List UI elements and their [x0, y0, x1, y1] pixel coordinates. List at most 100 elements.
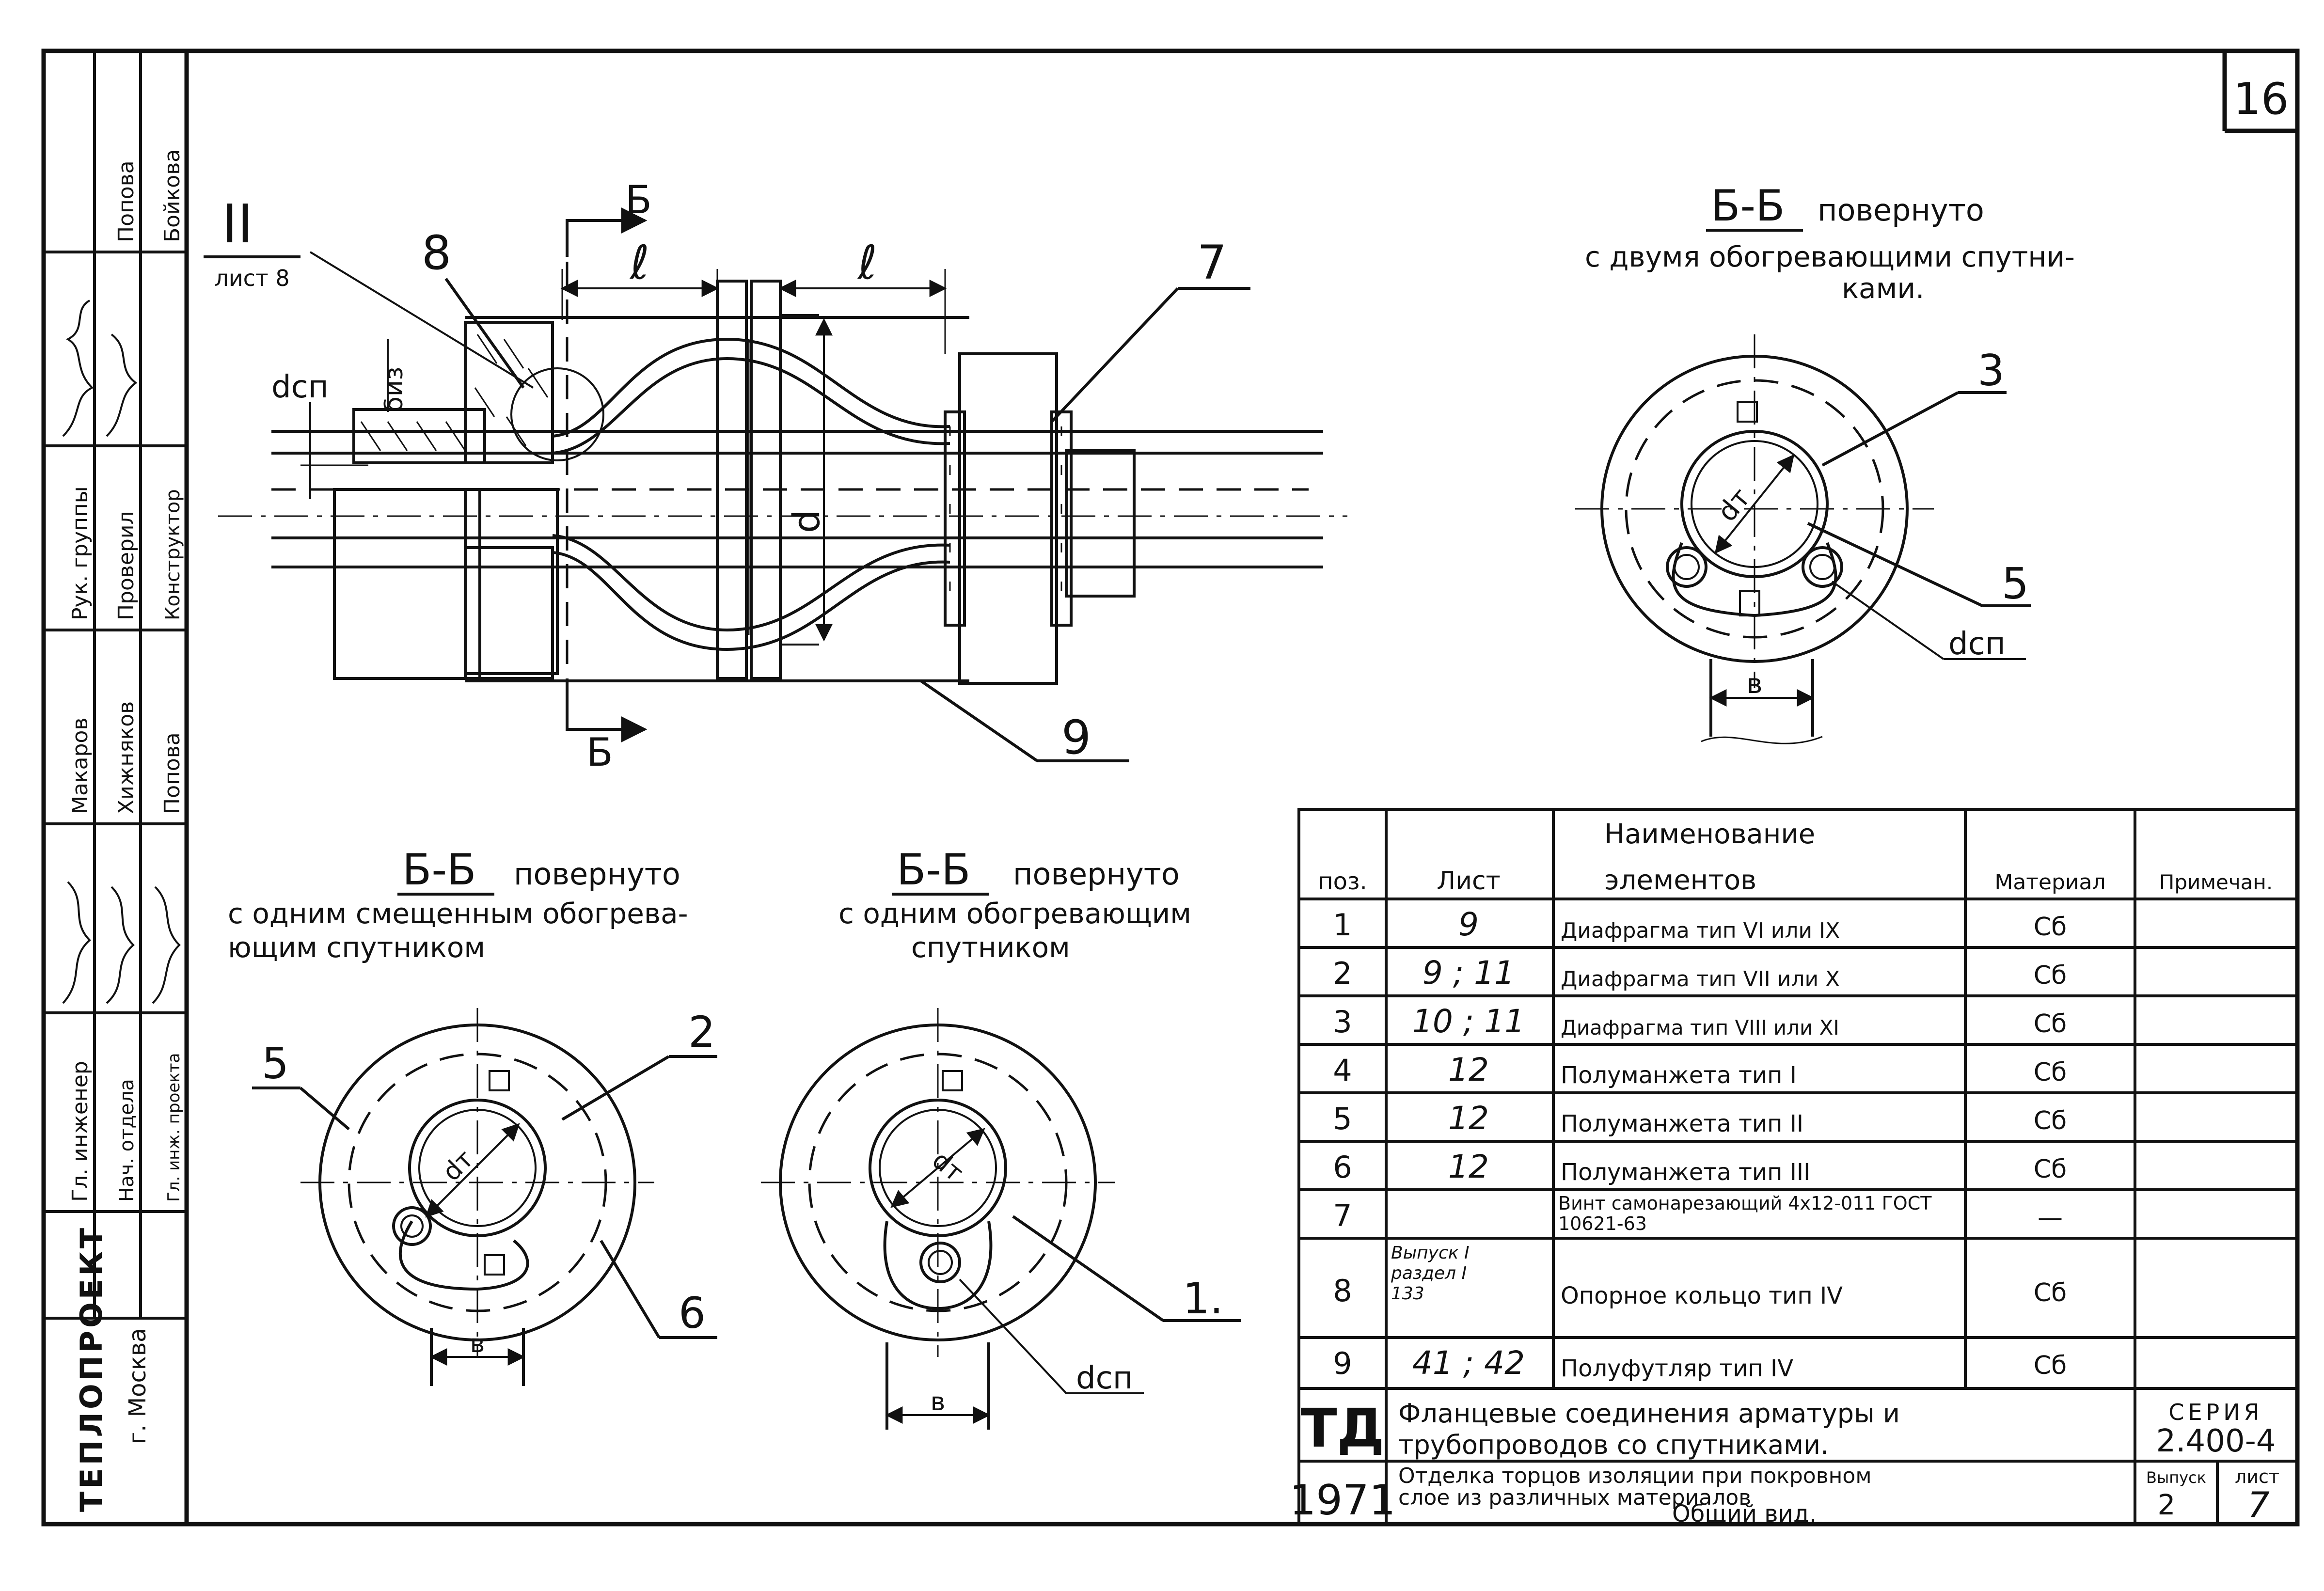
spec-row-pos: 3 — [1333, 1004, 1352, 1040]
spec-row-name: Диафрагма тип VI или IX — [1561, 918, 1840, 943]
spec-row-name: Винт самонарезающий 4х12-011 ГОСТ 10621-… — [1558, 1193, 1932, 1234]
section-offset-satellite: Б-Б повернуто с одним смещенным обогрева… — [228, 845, 717, 1386]
dim-length-left: ℓ — [629, 236, 649, 290]
spec-row-pos: 7 — [1333, 1198, 1352, 1233]
side-stamp: Гл. инженер Нач. отдела Гл. инж. проекта… — [44, 51, 187, 1512]
title-block: ТД 1971 Фланцевые соединения арматуры и … — [1290, 1387, 2299, 1528]
spec-row-name: Полуманжета тип III — [1561, 1159, 1810, 1186]
spec-row-pos: 9 — [1333, 1346, 1352, 1381]
signature-2 — [106, 333, 138, 437]
stamp-name-popova-1: Попова — [160, 732, 185, 814]
section-caption-bl-2: ющим спутником — [228, 931, 485, 964]
spec-row-sheet: 41 ; 42 — [1412, 1344, 1525, 1382]
spec-row-material: Сб — [2034, 913, 2067, 942]
spec-row-sheet: 10 ; 11 — [1412, 1003, 1525, 1040]
spec-row-pos: 5 — [1333, 1101, 1352, 1136]
series-label: СЕРИЯ — [2168, 1399, 2263, 1425]
signature-1 — [62, 299, 94, 437]
spec-row-pos: 1 — [1333, 907, 1352, 943]
spec-row-pos: 4 — [1333, 1053, 1352, 1088]
stamp-role-checked: Проверил — [114, 511, 139, 620]
section-two-satellites: Б-Б повернуто с двумя обогревающими спут… — [1575, 181, 2075, 744]
signature-5 — [152, 886, 181, 1004]
subtitle-line-3: Общий вид. — [1672, 1500, 1817, 1528]
stamp-name-khizhnyakov: Хижняков — [114, 701, 139, 814]
subtitle-line-2: слое из различных материалов — [1398, 1485, 1751, 1510]
stamp-role-designer: Конструктор — [162, 489, 184, 620]
section-caption-tr-1: с двумя обогревающими спутни- — [1585, 240, 2075, 273]
section-one-satellite: Б-Б повернуто с одним обогревающим спутн… — [761, 845, 1241, 1430]
section-caption-bm-2: спутником — [911, 931, 1070, 964]
stamp-name-popova-2: Попова — [114, 160, 139, 242]
section-dim-satellite-bm: dсп — [1076, 1360, 1133, 1396]
detail-ref: II — [222, 193, 253, 255]
sheet-frame — [41, 48, 2300, 1527]
sheet-number: 16 — [2233, 74, 2289, 125]
section-caption-bm-1: с одним обогревающим — [838, 897, 1191, 930]
spec-row-material: — — [2038, 1203, 2063, 1232]
callout-5-tr: 5 — [2002, 559, 2029, 609]
section-dim-width-bm: в — [931, 1387, 946, 1417]
callout-1: 1. — [1183, 1274, 1223, 1323]
stamp-name-makarov: Макаров — [68, 718, 93, 814]
callout-7: 7 — [1197, 236, 1227, 290]
spec-header-name-1: Наименование — [1604, 819, 1815, 850]
spec-row-name: Опорное кольцо тип IV — [1561, 1282, 1843, 1309]
spec-row-pos: 6 — [1333, 1150, 1352, 1185]
spec-row-name-wrap: Винт самонарезающий 4х12-011 ГОСТ 10621-… — [1558, 1193, 1932, 1234]
issue-label: Выпуск — [2146, 1468, 2206, 1487]
section-title-tr: Б-Б — [1711, 181, 1785, 231]
dim-length-right: ℓ — [857, 236, 877, 290]
stamp-role-chief-engineer: Гл. инженер — [68, 1061, 93, 1202]
stamp-role-chief-project-engineer: Гл. инж. проекта — [164, 1053, 184, 1202]
subtitle-line-1: Отделка торцов изоляции при покровном — [1398, 1464, 1872, 1488]
series-number: 2.400-4 — [2156, 1423, 2276, 1459]
callout-2: 2 — [688, 1007, 715, 1057]
dim-diameter: d — [785, 510, 828, 533]
spec-row-material: Сб — [2034, 1106, 2067, 1135]
spec-row-name: Полуманжета тип I — [1561, 1062, 1797, 1089]
section-title-bm: Б-Б — [897, 845, 971, 895]
spec-row-material: Сб — [2034, 1351, 2067, 1380]
detail-circle — [510, 367, 604, 461]
spec-row-pos: 2 — [1333, 956, 1352, 991]
title-year: 1971 — [1290, 1476, 1396, 1525]
section-caption-tr-2: ками. — [1842, 272, 1924, 305]
stamp-city: г. Москва — [124, 1328, 151, 1444]
spec-row-sheet: 9 — [1458, 906, 1479, 943]
title-logo: ТД — [1300, 1397, 1384, 1459]
title-line-2: трубопроводов со спутниками. — [1398, 1430, 1829, 1460]
section-rotated-tr: повернуто — [1818, 192, 1984, 228]
spec-row-name: Диафрагма тип VIII или XI — [1561, 1016, 1839, 1040]
stamp-org: ТЕПЛОПРОЕКТ — [74, 1225, 109, 1512]
dim-insulation: δиз — [379, 367, 409, 412]
issue-number: 2 — [2158, 1488, 2176, 1521]
spec-row-material: Сб — [2034, 1009, 2067, 1039]
stamp-name-boykova: Бойкова — [160, 149, 185, 242]
spec-header-pos: поз. — [1318, 868, 1367, 895]
spec-row-name: Полуманжета тип II — [1561, 1110, 1803, 1137]
spec-row-name: Диафрагма тип VII или X — [1561, 967, 1840, 992]
spec-row-material: Сб — [2034, 1278, 2067, 1307]
spec-header-name-2: элементов — [1604, 865, 1756, 896]
detail-sheet: лист 8 — [214, 265, 289, 291]
title-line-1: Фланцевые соединения арматуры и — [1398, 1398, 1900, 1429]
main-view: II лист 8 Б Б ℓ ℓ δиз dсп d 8 7 9 — [204, 177, 1347, 775]
section-dim-pipe-tr: dт — [1711, 482, 1757, 528]
section-title-bl: Б-Б — [402, 845, 476, 895]
spec-row-pos: 8 — [1333, 1273, 1352, 1308]
section-mark-top: Б — [625, 177, 652, 222]
section-dim-width-bl: в — [470, 1329, 485, 1358]
section-rotated-bl: повернуто — [514, 856, 680, 892]
section-dim-satellite-tr: dсп — [1948, 626, 2006, 662]
spec-header-note: Примечан. — [2159, 870, 2273, 894]
section-dim-width-tr: в — [1746, 668, 1762, 700]
stamp-role-head-department: Нач. отдела — [116, 1079, 138, 1202]
spec-row-material: Сб — [2034, 961, 2067, 990]
callout-9: 9 — [1061, 710, 1091, 765]
section-caption-bl-1: с одним смещенным обогрева- — [228, 897, 688, 930]
sheet-value: 7 — [2247, 1484, 2270, 1525]
spec-row-material: Сб — [2034, 1058, 2067, 1087]
callout-5-bl: 5 — [262, 1039, 289, 1088]
